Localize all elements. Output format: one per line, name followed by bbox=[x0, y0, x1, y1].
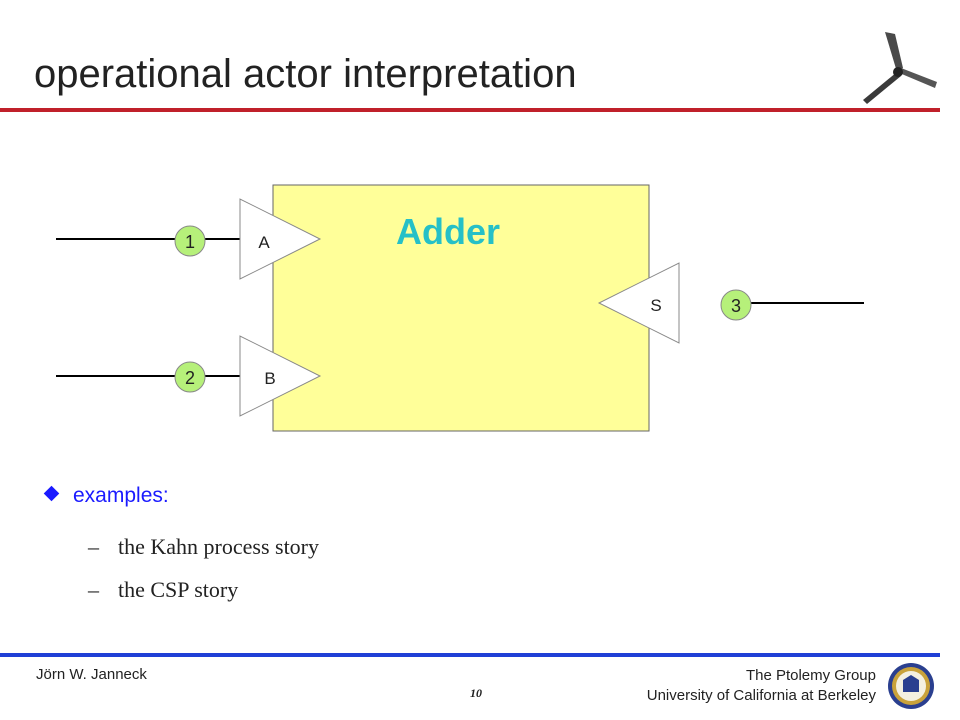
channel-1-label: 1 bbox=[185, 232, 195, 252]
port-a-label: A bbox=[258, 233, 270, 252]
sub-bullet-text: the CSP story bbox=[118, 577, 239, 602]
channel-3-label: 3 bbox=[731, 296, 741, 316]
sub-bullet-text: the Kahn process story bbox=[118, 534, 320, 559]
dash-bullet: – bbox=[88, 577, 99, 602]
port-s-label: S bbox=[650, 296, 661, 315]
bullet-text: examples: bbox=[73, 484, 169, 507]
channel-2-label: 2 bbox=[185, 368, 195, 388]
page-number: 10 bbox=[470, 686, 482, 700]
footer-group: The Ptolemy Group bbox=[745, 667, 876, 684]
channel-1-circle bbox=[174, 225, 206, 257]
actor-label: Adder bbox=[396, 211, 500, 252]
title-divider bbox=[0, 108, 940, 112]
port-s-triangle bbox=[597, 262, 680, 344]
port-b-label: B bbox=[264, 369, 275, 388]
footer-institution: University of California at Berkeley bbox=[646, 687, 876, 704]
port-b-triangle bbox=[239, 335, 322, 417]
sub-bullet-item: –the CSP story bbox=[88, 577, 238, 603]
slide-title: operational actor interpretation bbox=[34, 52, 577, 96]
port-a-triangle bbox=[239, 198, 322, 280]
dash-bullet: – bbox=[88, 534, 99, 559]
channel-2-circle bbox=[174, 361, 206, 393]
actor-box bbox=[272, 184, 650, 432]
ptolemy-logo-icon bbox=[863, 32, 937, 104]
channel-3-circle bbox=[720, 289, 752, 321]
diamond-bullet-icon bbox=[43, 485, 60, 502]
footer-author: Jörn W. Janneck bbox=[36, 666, 147, 683]
bullet-item: examples: bbox=[43, 484, 169, 508]
footer-divider bbox=[0, 653, 940, 657]
university-seal-icon bbox=[888, 663, 934, 709]
sub-bullet-item: –the Kahn process story bbox=[88, 534, 319, 560]
footer-affiliation: The Ptolemy Group University of Californ… bbox=[647, 666, 876, 706]
